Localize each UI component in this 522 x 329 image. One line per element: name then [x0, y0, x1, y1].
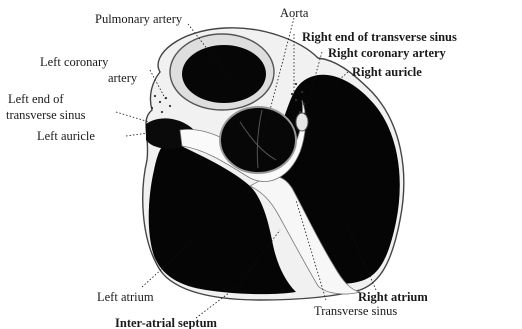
label-left-coronary-1: Left coronary [40, 55, 109, 69]
label-aorta: Aorta [280, 6, 309, 20]
label-right-end-transverse-sinus: Right end of transverse sinus [302, 30, 457, 44]
label-left-auricle: Left auricle [37, 129, 95, 143]
right-coronary-artery [296, 113, 308, 131]
label-left-coronary-2: artery [108, 71, 138, 85]
label-transverse-sinus: Transverse sinus [314, 304, 397, 318]
label-left-atrium: Left atrium [97, 290, 154, 304]
label-right-coronary-artery: Right coronary artery [328, 46, 447, 60]
label-right-auricle: Right auricle [352, 65, 422, 79]
label-left-end-2: transverse sinus [6, 108, 86, 122]
label-inter-atrial-septum: Inter-atrial septum [115, 316, 218, 329]
label-right-atrium: Right atrium [358, 290, 428, 304]
pulmonary-artery [182, 45, 266, 103]
label-pulmonary-artery: Pulmonary artery [95, 12, 183, 26]
label-left-end-1: Left end of [8, 92, 64, 106]
